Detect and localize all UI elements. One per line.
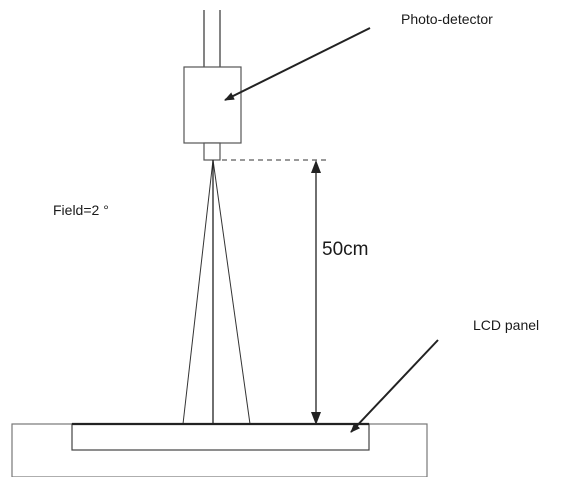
distance-label: 50cm — [322, 239, 369, 260]
field-cone-left — [182, 159, 214, 425]
photo-detector-pointer-arrow — [224, 27, 371, 101]
lcd-panel-pointer-arrow — [350, 339, 439, 433]
distance-arrowhead-top — [311, 160, 321, 173]
field-angle-label: Field=2 ° — [53, 202, 109, 218]
photo-detector-body — [183, 66, 242, 144]
photo-detector-label: Photo-detector — [401, 11, 493, 27]
lcd-panel-label: LCD panel — [473, 317, 540, 333]
detector-lens — [203, 142, 221, 161]
field-cone-right — [212, 159, 251, 425]
distance-arrowhead-bottom — [311, 412, 321, 425]
lcd-panel — [71, 423, 370, 451]
